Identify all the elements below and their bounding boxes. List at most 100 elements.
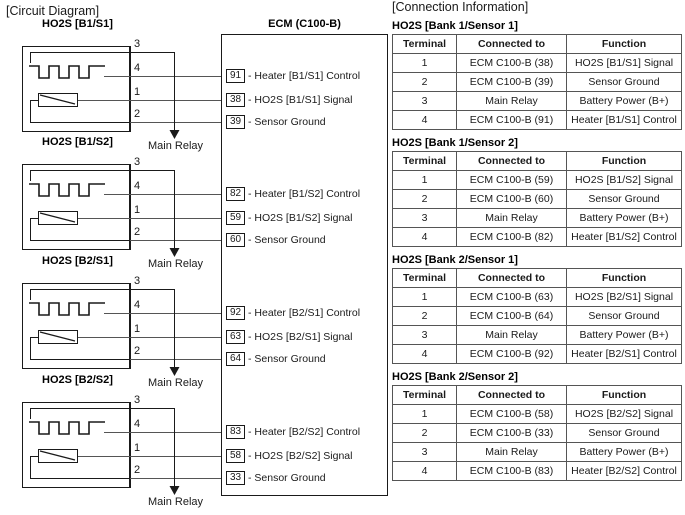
table-column-header: Connected to — [456, 34, 567, 54]
ecm-pin-number: 82 — [226, 187, 245, 201]
sensor-housing — [22, 46, 130, 132]
wire-sensor-ground-to-ecm — [130, 240, 221, 241]
table-cell: ECM C100-B (64) — [456, 306, 567, 326]
connection-table-title: HO2S [Bank 1/Sensor 1] — [392, 20, 518, 32]
wire-heater-to-terminal-4 — [104, 432, 130, 433]
table-cell: HO2S [B2/S2] Signal — [566, 404, 682, 424]
ecm-pin-label: - Sensor Ground — [248, 234, 326, 246]
table-cell: ECM C100-B (82) — [456, 227, 567, 247]
ecm-pin-row: 63- HO2S [B2/S1] Signal — [226, 330, 352, 344]
table-cell: 4 — [392, 110, 457, 130]
table-cell: Heater [B2/S1] Control — [566, 344, 682, 364]
table-column-header: Function — [566, 385, 682, 405]
ecm-pin-label: - Heater [B2/S1] Control — [248, 307, 361, 319]
ecm-pin-row: 60- Sensor Ground — [226, 233, 326, 247]
table-cell: 4 — [392, 461, 457, 481]
ecm-pin-row: 82- Heater [B1/S2] Control — [226, 187, 360, 201]
table-cell: Main Relay — [456, 442, 567, 462]
wire-terminal-3-drop — [30, 289, 31, 300]
ecm-pin-label: - Heater [B1/S2] Control — [248, 188, 361, 200]
wire-sensor-ground-to-ecm — [130, 122, 221, 123]
wire-sensor-to-terminal-1 — [78, 456, 130, 457]
ecm-pin-row: 83- Heater [B2/S2] Control — [226, 425, 360, 439]
wire-terminal-2 — [30, 122, 130, 123]
sensing-element-icon — [38, 93, 78, 107]
terminal-number: 4 — [134, 180, 141, 192]
ecm-pin-number: 92 — [226, 306, 245, 320]
connection-table-title: HO2S [Bank 1/Sensor 2] — [392, 137, 518, 149]
table-cell: Sensor Ground — [566, 423, 682, 443]
table-column-header: Connected to — [456, 268, 567, 288]
wire-heater-control-to-ecm — [130, 432, 221, 433]
table-cell: 3 — [392, 208, 457, 228]
wire-terminal-3-to-relay — [130, 170, 174, 171]
table-column-header: Terminal — [392, 385, 457, 405]
table-cell: Main Relay — [456, 91, 567, 111]
wire-relay-drop — [174, 289, 175, 368]
ecm-pin-label: - HO2S [B1/S2] Signal — [248, 212, 353, 224]
ecm-pin-row: 92- Heater [B2/S1] Control — [226, 306, 360, 320]
table-column-header: Terminal — [392, 34, 457, 54]
ecm-pin-row: 33- Sensor Ground — [226, 471, 326, 485]
wire-heater-control-to-ecm — [130, 194, 221, 195]
circuit-diagram-panel: [Circuit Diagram] ECM (C100-B) HO2S [B1/… — [0, 4, 388, 508]
sensor-housing — [22, 402, 130, 488]
wire-signal-to-ecm — [130, 100, 221, 101]
table-cell: Heater [B2/S2] Control — [566, 461, 682, 481]
table-cell: 1 — [392, 170, 457, 190]
table-column-header: Connected to — [456, 151, 567, 171]
wire-sensor-left-lead — [30, 337, 39, 338]
terminal-number: 1 — [134, 323, 141, 335]
terminal-number: 4 — [134, 62, 141, 74]
connection-table-title: HO2S [Bank 2/Sensor 2] — [392, 371, 518, 383]
sensor-block-title: HO2S [B2/S2] — [42, 374, 113, 386]
wire-signal-to-ecm — [130, 337, 221, 338]
wire-sensor-left-lead — [30, 218, 39, 219]
wire-heater-control-to-ecm — [130, 76, 221, 77]
sensing-element-icon — [38, 211, 78, 225]
table-cell: Sensor Ground — [566, 306, 682, 326]
connector-divider — [130, 46, 131, 132]
table-cell: HO2S [B2/S1] Signal — [566, 287, 682, 307]
ecm-pin-label: - HO2S [B1/S1] Signal — [248, 94, 353, 106]
main-relay-label: Main Relay — [148, 496, 204, 508]
table-cell: Heater [B1/S2] Control — [566, 227, 682, 247]
table-cell: Heater [B1/S1] Control — [566, 110, 682, 130]
wire-relay-drop — [174, 170, 175, 249]
wire-terminal-3-drop — [30, 52, 31, 63]
wire-signal-to-ecm — [130, 456, 221, 457]
ecm-pin-number: 58 — [226, 449, 245, 463]
relay-arrow-icon — [169, 486, 180, 495]
connection-table-title: HO2S [Bank 2/Sensor 1] — [392, 254, 518, 266]
wire-sensor-left-lead — [30, 100, 39, 101]
table-cell: 3 — [392, 442, 457, 462]
ecm-pin-number: 64 — [226, 352, 245, 366]
wire-terminal-3-drop — [30, 408, 31, 419]
connector-divider — [130, 164, 131, 250]
terminal-number: 3 — [134, 38, 141, 50]
terminal-number: 2 — [134, 108, 141, 120]
sensor-housing — [22, 164, 130, 250]
ecm-pin-number: 39 — [226, 115, 245, 129]
table-cell: 2 — [392, 189, 457, 209]
terminal-number: 3 — [134, 275, 141, 287]
table-cell: 3 — [392, 325, 457, 345]
ecm-pin-number: 38 — [226, 93, 245, 107]
wire-sensor-ground-to-ecm — [130, 359, 221, 360]
wire-signal-to-ecm — [130, 218, 221, 219]
table-cell: Battery Power (B+) — [566, 325, 682, 345]
wire-relay-drop — [174, 52, 175, 131]
table-cell: Sensor Ground — [566, 72, 682, 92]
sensor-block-title: HO2S [B1/S1] — [42, 18, 113, 30]
